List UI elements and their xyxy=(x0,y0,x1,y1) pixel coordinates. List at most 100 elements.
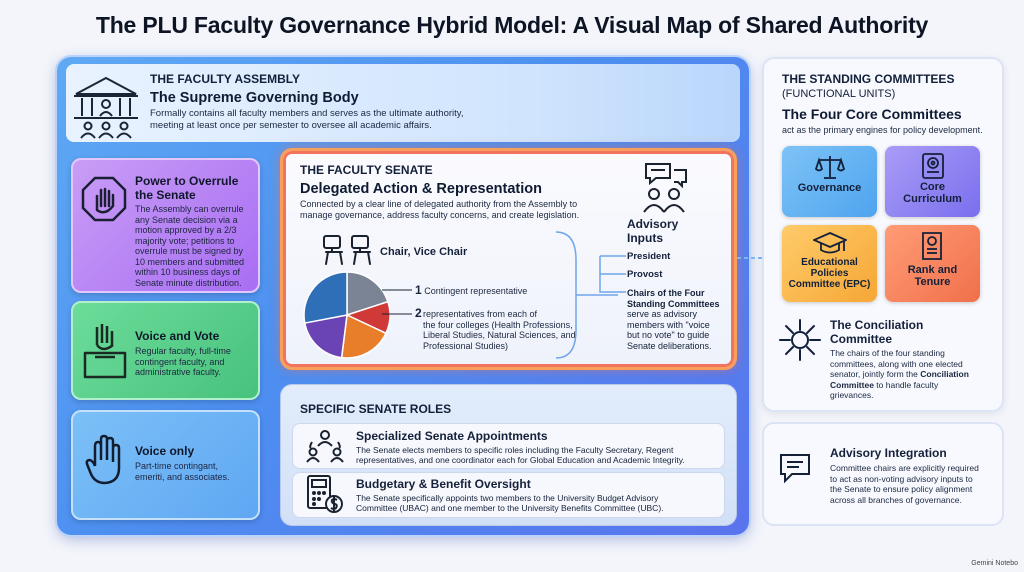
advisory-integration-line: Committee chairs are explicitly required xyxy=(830,463,979,473)
epc-tile: Educational Policies Committee (EPC) xyxy=(782,225,877,302)
calculator-coin-icon xyxy=(307,475,343,513)
advisory-integration-title: Advisory Integration xyxy=(830,446,947,460)
contingent-entry: 1 Contingent representative xyxy=(415,283,527,297)
voice-only-line: Part-time contingant, xyxy=(135,461,219,471)
governance-label: Governance xyxy=(797,182,862,194)
standing-label: THE STANDING COMMITTEES xyxy=(782,72,955,86)
senate-desc-line1: Connected by a clear line of delegated a… xyxy=(300,199,578,209)
voice-only-body: Part-time contingant, emeriti, and assoc… xyxy=(135,461,230,482)
advisory-integration-line: across all branches of governance. xyxy=(830,494,962,505)
voice-vote-line: Regular faculty, full-time xyxy=(135,346,231,356)
assembly-heading: The Supreme Governing Body xyxy=(150,90,359,106)
power-title-line2: the Senate xyxy=(135,188,196,202)
budget-title: Budgetary & Benefit Oversight xyxy=(356,477,531,491)
epc-label-line2: Policies xyxy=(810,268,849,279)
conciliation-line: The chairs of the four standing xyxy=(830,348,945,358)
advisory-inputs-title-line1: Advisory xyxy=(627,217,679,231)
standing-heading: The Four Core Committees xyxy=(782,106,962,122)
power-to-overrule-card: Power to Overrule the Senate The Assembl… xyxy=(71,158,260,293)
pie-leader-lines xyxy=(382,289,412,315)
rank-tenure-tile: Rank and Tenure xyxy=(885,225,980,302)
college-line: Liberal Studies, Natural Sciences, and xyxy=(423,330,576,340)
voice-vote-line: administrative faculty. xyxy=(135,367,221,377)
certificate-icon xyxy=(921,232,942,260)
college-line: the four colleges (Health Professions, xyxy=(423,319,573,330)
pie-slice-4 xyxy=(303,271,348,324)
appointments-card xyxy=(292,423,725,469)
contingent-number: 1 xyxy=(415,283,422,297)
conciliation-line3-b: Conciliation xyxy=(920,369,969,379)
college-reps-text: representatives from each of the four co… xyxy=(423,309,576,351)
stop-hand-icon xyxy=(81,176,127,222)
ballot-box-icon xyxy=(83,324,127,379)
power-line: The Assembly can overrule xyxy=(135,204,244,214)
conciliation-title-line2: Committee xyxy=(830,332,893,346)
college-line: representatives from each of xyxy=(423,309,538,319)
chairs-bold-line: Chairs of the Four xyxy=(627,288,705,298)
conciliation-line3-a: senator, jointly form the xyxy=(830,369,921,379)
rank-label-line1: Rank and xyxy=(907,264,958,276)
budget-line1: The Senate specifically appoints two mem… xyxy=(356,493,659,503)
power-line: overrule must be signed by xyxy=(135,246,244,256)
senate-desc-line2: manage governance, address faculty conce… xyxy=(300,210,580,220)
conciliation-line-4: Committee to handle faculty xyxy=(830,380,969,391)
power-line: majority vote; petitions to xyxy=(135,235,235,246)
senate-composition-pie xyxy=(303,271,391,359)
voice-only-card: Voice only Part-time contingant, emeriti… xyxy=(71,410,260,520)
people-network-icon xyxy=(306,430,344,463)
graduation-cap-icon xyxy=(812,232,847,254)
assembly-label: THE FACULTY ASSEMBLY xyxy=(150,72,301,86)
pie-slice-3 xyxy=(303,314,348,359)
chairs-bold-line: Standing Committees xyxy=(627,298,720,309)
power-line: within 10 business days of xyxy=(135,267,241,277)
governance-committee-tile: Governance xyxy=(782,146,877,217)
advisory-inputs-title-line2: Inputs xyxy=(627,231,663,245)
advisory-item-president: President xyxy=(627,251,671,262)
footer-watermark: Gemini Notebo xyxy=(971,560,1018,567)
advisory-integration-line: to act as non-voting advisory inputs to xyxy=(830,473,973,484)
power-line: any Senate decision via a xyxy=(135,214,238,225)
roles-label: SPECIFIC SENATE ROLES xyxy=(300,402,452,416)
contingent-text: Contingent representative xyxy=(424,286,528,296)
budget-card xyxy=(292,472,725,518)
appointments-title: Specialized Senate Appointments xyxy=(356,429,548,443)
voice-and-vote-card: Voice and Vote Regular faculty, full-tim… xyxy=(71,301,260,400)
curriculum-book-icon xyxy=(921,153,944,179)
page-title: The PLU Faculty Governance Hybrid Model:… xyxy=(95,12,929,38)
chairs-line: serve as advisory xyxy=(627,309,698,319)
epc-label-line1: Educational xyxy=(801,257,858,268)
raised-hand-icon xyxy=(85,434,121,485)
college-line: Professional Studies) xyxy=(423,340,509,351)
advisory-integration-line: the Senate to ensure policy alignment xyxy=(830,484,973,494)
scales-icon xyxy=(814,156,845,179)
conciliation-title-line1: The Conciliation xyxy=(830,318,924,332)
core-label-line1: Core xyxy=(919,181,946,193)
chairs-line: Senate deliberations. xyxy=(627,340,712,351)
advisory-connectors xyxy=(599,255,626,293)
conciliation-line4-a: Committee xyxy=(830,379,874,390)
advisory-bracket xyxy=(555,231,618,359)
power-body: The Assembly can overrule any Senate dec… xyxy=(135,204,244,288)
joined-hands-icon xyxy=(779,319,821,361)
senate-label: THE FACULTY SENATE xyxy=(300,163,433,177)
assembly-header xyxy=(66,64,740,142)
conciliation-line4-b: to handle faculty xyxy=(873,379,939,390)
conciliation-line-3: senator, jointly form the Conciliation xyxy=(830,369,969,380)
epc-label-line3: Committee (EPC) xyxy=(788,279,871,290)
chairs-line: members with "voice xyxy=(627,319,710,330)
advisory-group-icon xyxy=(643,163,687,213)
voice-vote-body: Regular faculty, full-time contingent fa… xyxy=(135,346,231,378)
core-label-line2: Curriculum xyxy=(903,193,962,205)
voice-vote-line: contingent faculty, and xyxy=(135,356,225,367)
chairs-icon xyxy=(323,235,371,265)
conciliation-line: grievances. xyxy=(830,390,874,400)
standing-desc: act as the primary engines for policy de… xyxy=(782,125,983,135)
rank-label-line2: Tenure xyxy=(914,276,951,288)
power-line: motion approved by a 2/3 xyxy=(135,225,237,235)
voice-vote-title: Voice and Vote xyxy=(135,329,220,343)
assembly-desc-line1: Formally contains all faculty members an… xyxy=(150,108,464,119)
core-curriculum-tile: Core Curriculum xyxy=(885,146,980,217)
conciliation-line: committees, along with one elected xyxy=(830,358,963,369)
voice-only-line: emeriti, and associates. xyxy=(135,471,230,482)
power-line: Senate minute distribution. xyxy=(135,277,242,288)
